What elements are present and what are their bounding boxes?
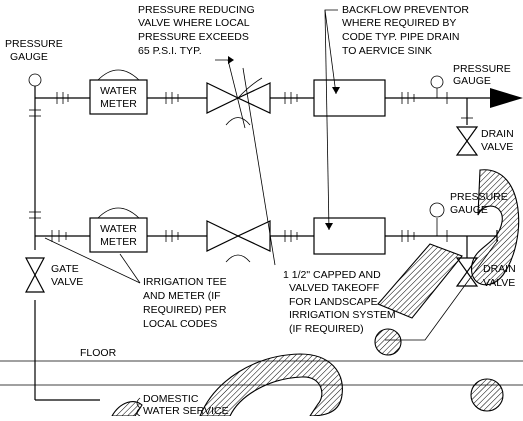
valve-right-triangle bbox=[236, 82, 271, 114]
gate-valve-lower-triangle bbox=[25, 273, 45, 293]
main-riser bbox=[29, 86, 100, 401]
irrigation-tee-line3: REQUIRED) PER bbox=[143, 304, 227, 316]
watermark-stroke bbox=[377, 243, 463, 319]
backflow-label-line4: TO AERVICE SINK bbox=[342, 45, 432, 57]
backflow-preventor-box bbox=[313, 79, 386, 117]
capped-takeoff-line2: VALVED TAKEOFF bbox=[289, 282, 379, 294]
watermark-letter bbox=[199, 353, 343, 417]
watermark-dot bbox=[374, 328, 402, 356]
prv-label-line1: PRESSURE REDUCING bbox=[138, 4, 255, 16]
drain-valve-lower-triangle bbox=[455, 139, 479, 156]
top-union-ticks bbox=[56, 92, 448, 104]
valve-arc bbox=[225, 117, 251, 126]
drain-valve-top: DRAIN VALVE bbox=[455, 98, 514, 156]
watermark-letter bbox=[471, 169, 520, 286]
watermark bbox=[111, 169, 520, 417]
backflow-preventor-box bbox=[313, 217, 386, 255]
valve-stem bbox=[237, 77, 263, 99]
pressure-gauge-left-line1: PRESSURE bbox=[5, 38, 63, 50]
backflow-label-line3: CODE TYP. PIPE DRAIN bbox=[342, 31, 459, 43]
water-meter-dome bbox=[97, 207, 140, 219]
valve-left-triangle bbox=[206, 220, 240, 252]
irrigation-tee-line4: LOCAL CODES bbox=[143, 318, 217, 330]
irrigation-tee-line1: IRRIGATION TEE bbox=[143, 276, 227, 288]
gauge-icon bbox=[430, 75, 444, 89]
capped-takeoff-line5: (IF REQUIRED) bbox=[289, 323, 364, 335]
water-meter-top-line1: WATER bbox=[100, 85, 137, 97]
flow-arrow-icon bbox=[490, 88, 523, 108]
backflow-label-line2: WHERE REQUIRED BY bbox=[342, 17, 456, 29]
valve-left-triangle bbox=[206, 82, 240, 114]
irrigation-tee-label: IRRIGATION TEE AND METER (IF REQUIRED) P… bbox=[143, 276, 227, 330]
prv-label-line2: VALVE WHERE LOCAL bbox=[138, 17, 250, 29]
leader-prv-bottom bbox=[242, 67, 276, 266]
prv-label-line4: 65 P.S.I. TYP. bbox=[138, 45, 202, 57]
water-meter-dome bbox=[97, 69, 140, 81]
gate-valve-upper-triangle bbox=[25, 257, 45, 277]
backflow-label-line1: BACKFLOW PREVENTOR bbox=[342, 4, 469, 16]
water-meter-top: WATER METER bbox=[89, 69, 148, 115]
irrigation-tee-line2: AND METER (IF bbox=[143, 290, 221, 302]
leader-backflow-top bbox=[324, 9, 338, 95]
valve-right-triangle bbox=[236, 220, 271, 252]
pressure-gauge-left: PRESSURE GAUGE bbox=[5, 38, 63, 87]
top-pipe-run bbox=[35, 88, 523, 108]
leader-irrigation-tee-1 bbox=[44, 237, 141, 284]
gate-valve-line1: GATE bbox=[51, 263, 79, 275]
pressure-reducing-valve-bottom bbox=[206, 220, 271, 263]
watermark-fragment bbox=[111, 401, 143, 417]
valve-arc bbox=[225, 254, 251, 263]
pressure-gauge-top-right-line1: PRESSURE bbox=[453, 63, 511, 75]
bottom-pipe-run bbox=[35, 230, 498, 242]
water-meter-bottom: WATER METER bbox=[89, 207, 148, 253]
gate-valve: GATE VALVE bbox=[25, 257, 83, 293]
prv-label: PRESSURE REDUCING VALVE WHERE LOCAL PRES… bbox=[138, 4, 255, 57]
pressure-gauge-top-right-line2: GAUGE bbox=[453, 75, 491, 87]
drain-valve-lower-triangle bbox=[455, 270, 479, 287]
drain-valve-upper-triangle bbox=[455, 126, 479, 143]
capped-takeoff-label: 1 1/2" CAPPED AND VALVED TAKEOFF FOR LAN… bbox=[283, 269, 396, 335]
capped-takeoff-line3: FOR LANDSCAPE bbox=[289, 296, 378, 308]
domestic-water-line1: DOMESTIC bbox=[143, 393, 199, 405]
drain-valve-top-line1: DRAIN bbox=[481, 128, 514, 140]
capped-takeoff-line1: 1 1/2" CAPPED AND bbox=[283, 269, 381, 281]
water-meter-box bbox=[89, 217, 148, 253]
water-meter-bottom-line1: WATER bbox=[100, 223, 137, 235]
prv-label-line3: PRESSURE EXCEEDS bbox=[138, 31, 249, 43]
leader-backflow-bottom bbox=[324, 9, 330, 231]
gate-valve-line2: VALVE bbox=[51, 276, 83, 288]
bottom-union-ticks bbox=[51, 230, 448, 242]
water-meter-top-line2: METER bbox=[100, 98, 137, 110]
gauge-icon bbox=[429, 202, 445, 218]
pressure-reducing-valve-top bbox=[206, 77, 271, 126]
leader-irrigation-tee-2 bbox=[119, 253, 141, 284]
drain-valve-top-line2: VALVE bbox=[481, 141, 513, 153]
pressure-gauge-top-right: PRESSURE GAUGE bbox=[430, 63, 511, 98]
backflow-label: BACKFLOW PREVENTOR WHERE REQUIRED BY COD… bbox=[342, 4, 469, 57]
water-meter-box bbox=[89, 79, 148, 115]
pressure-gauge-left-line2: GAUGE bbox=[10, 51, 48, 63]
capped-takeoff-line4: IRRIGATION SYSTEM bbox=[289, 309, 396, 321]
gauge-icon bbox=[28, 73, 42, 87]
water-meter-bottom-line2: METER bbox=[100, 236, 137, 248]
watermark-dot bbox=[470, 378, 504, 412]
floor-label: FLOOR bbox=[80, 347, 117, 359]
